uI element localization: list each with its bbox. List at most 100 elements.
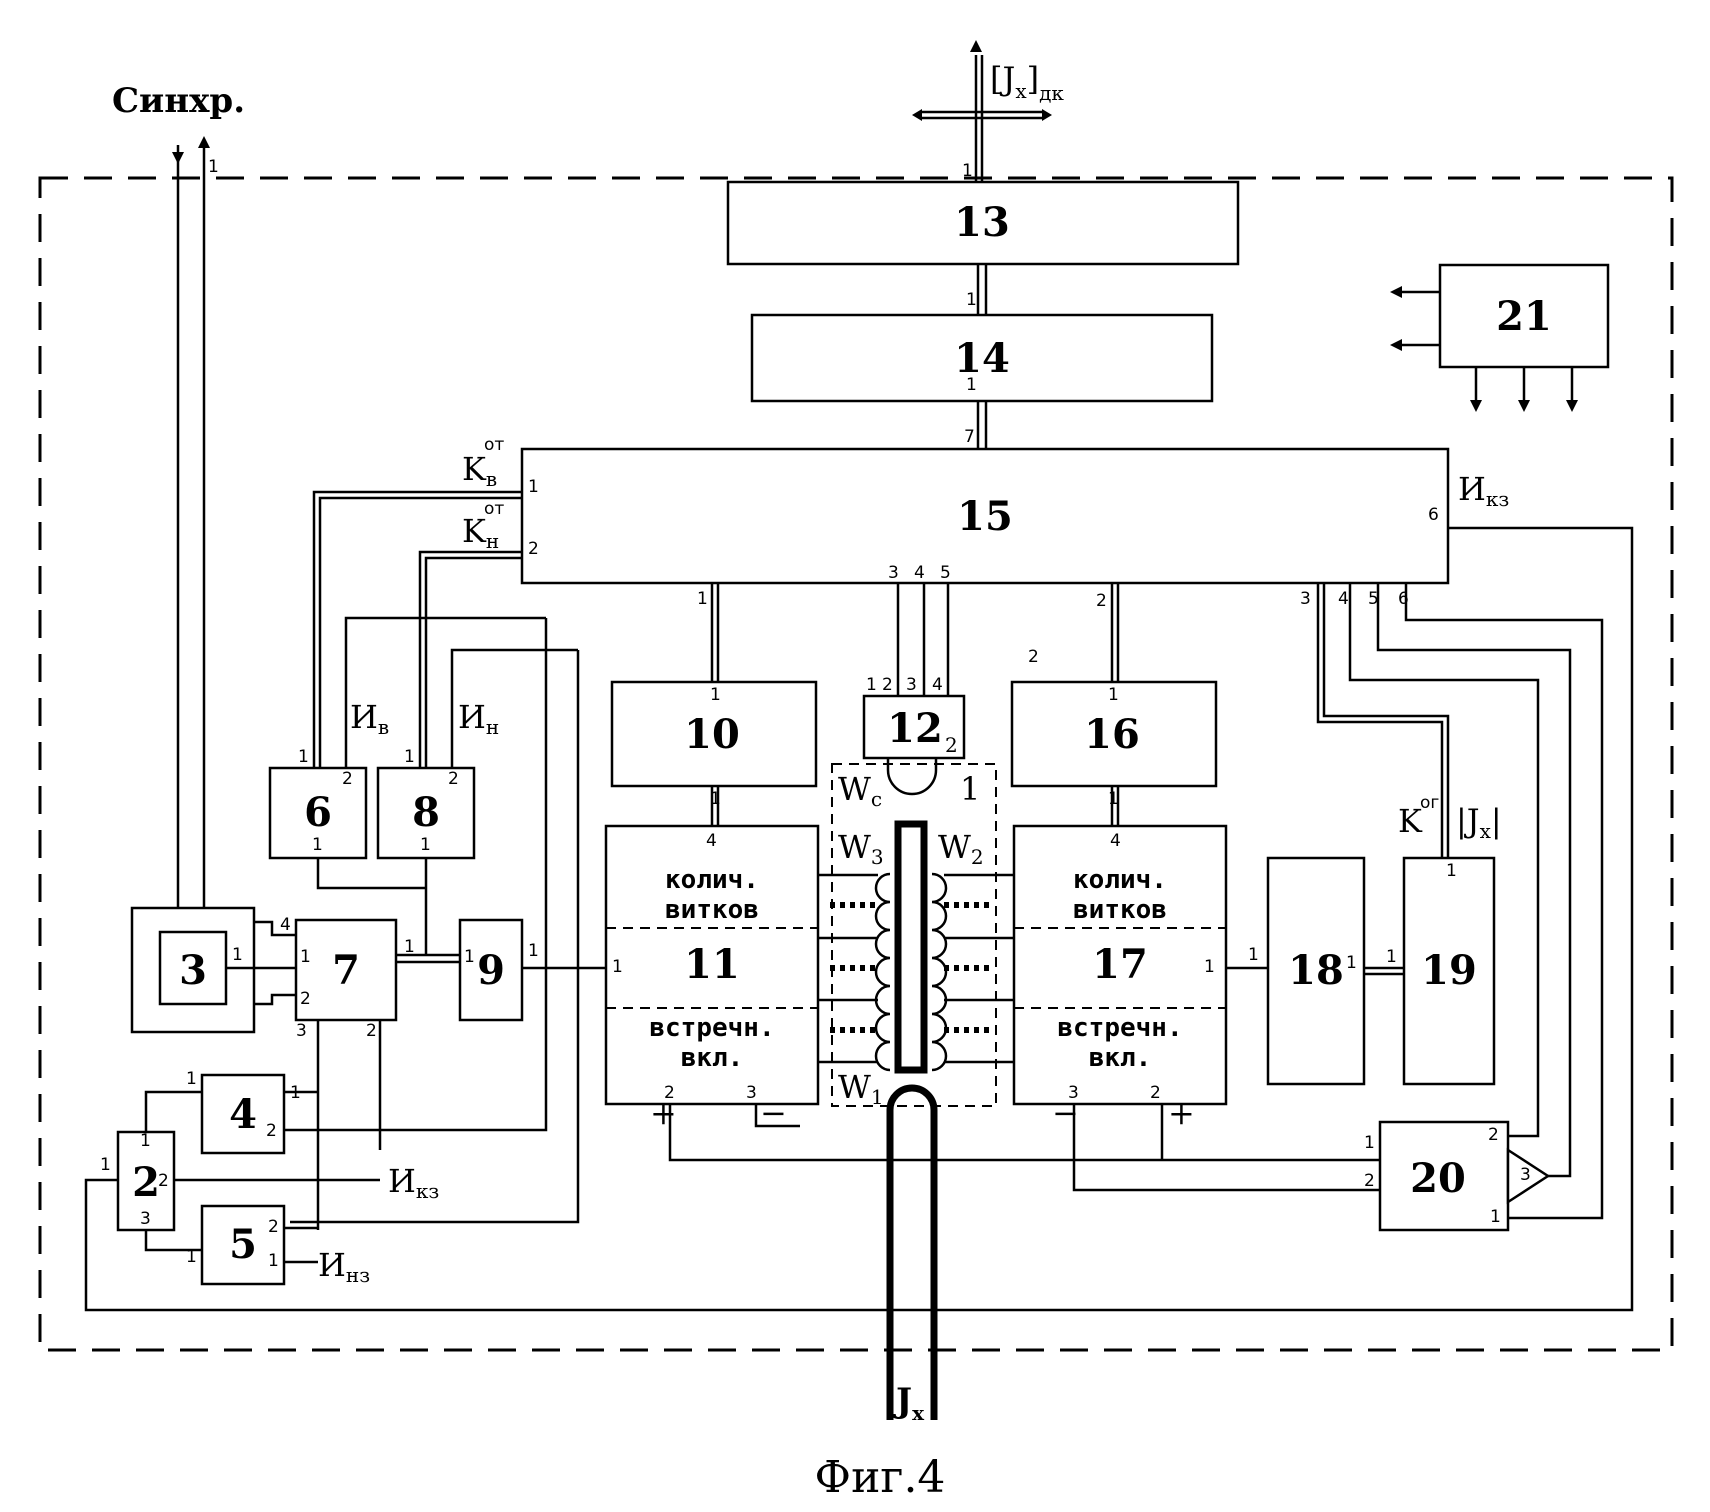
svg-text:4: 4	[229, 1091, 257, 1138]
svg-text:1: 1	[1204, 957, 1215, 977]
block-15: 15	[522, 449, 1448, 583]
svg-text:колич.: колич.	[1073, 865, 1167, 895]
svg-text:витков: витков	[665, 895, 759, 925]
svg-text:1: 1	[962, 161, 973, 181]
svg-text:1: 1	[528, 941, 539, 961]
svg-text:8: 8	[412, 789, 440, 836]
svg-text:от: от	[484, 435, 504, 455]
ikz-top-label: Икз	[1458, 470, 1509, 511]
svg-text:1: 1	[186, 1247, 197, 1267]
svg-text:1: 1	[290, 1083, 301, 1103]
svg-text:7: 7	[332, 947, 360, 994]
svg-text:2: 2	[132, 1159, 160, 1206]
iv-label: Ив	[350, 698, 389, 739]
svg-text:3: 3	[906, 675, 917, 695]
block-7: 7	[296, 920, 396, 1020]
svg-text:встречн.: встречн.	[1057, 1013, 1182, 1043]
svg-text:1: 1	[140, 1131, 151, 1151]
svg-text:4: 4	[914, 563, 925, 583]
svg-text:3: 3	[746, 1083, 757, 1103]
svg-text:16: 16	[1084, 711, 1140, 758]
svg-text:1: 1	[404, 937, 415, 957]
block-14: 14	[752, 315, 1212, 401]
svg-text:встречн.: встречн.	[649, 1013, 774, 1043]
svg-text:5: 5	[1368, 589, 1379, 609]
svg-text:1: 1	[420, 835, 431, 855]
svg-text:5: 5	[940, 563, 951, 583]
svg-text:2: 2	[342, 769, 353, 789]
svg-text:1: 1	[1490, 1207, 1501, 1227]
svg-text:витков: витков	[1073, 895, 1167, 925]
svg-text:2: 2	[448, 769, 459, 789]
block-19: 19	[1404, 858, 1494, 1084]
svg-text:колич.: колич.	[665, 865, 759, 895]
input-current-label: Jx	[893, 1381, 925, 1425]
svg-text:11: 11	[684, 941, 740, 988]
figure-caption: Фиг.4	[815, 1452, 946, 1503]
block-9: 9	[460, 920, 522, 1020]
svg-text:2: 2	[882, 675, 893, 695]
inz-label: Инз	[318, 1246, 370, 1287]
svg-text:2: 2	[1096, 591, 1107, 611]
svg-text:1: 1	[966, 290, 977, 310]
svg-text:1: 1	[312, 835, 323, 855]
svg-text:1: 1	[528, 477, 539, 497]
block-13: 13	[728, 182, 1238, 264]
svg-text:1: 1	[1108, 789, 1119, 809]
block-3-frame: 3	[132, 908, 254, 1032]
svg-text:1: 1	[1364, 1133, 1375, 1153]
svg-text:от: от	[484, 499, 504, 519]
svg-text:1: 1	[464, 947, 475, 967]
block-11: колич. витков 11 встречн. вкл.	[606, 826, 818, 1104]
svg-text:1: 1	[1386, 947, 1397, 967]
core	[898, 824, 924, 1070]
svg-text:2: 2	[1028, 647, 1039, 667]
svg-text:3: 3	[140, 1209, 151, 1229]
wc-label: Wc	[838, 770, 882, 811]
svg-text:20: 20	[1410, 1155, 1466, 1202]
svg-text:1: 1	[710, 789, 721, 809]
svg-text:1: 1	[960, 770, 980, 808]
ikz-bot-label: Икз	[388, 1162, 439, 1203]
svg-text:2: 2	[1364, 1171, 1375, 1191]
block-17: колич. витков 17 встречн. вкл.	[1014, 826, 1226, 1104]
svg-text:2: 2	[300, 989, 311, 1009]
svg-text:2: 2	[945, 733, 958, 757]
in-label: Ин	[458, 698, 499, 739]
svg-text:1: 1	[966, 375, 977, 395]
kv-label: Kв	[462, 450, 497, 491]
jx-abs-label: |Jx|	[1456, 802, 1502, 843]
svg-text:1: 1	[300, 947, 311, 967]
svg-text:−: −	[1052, 1094, 1079, 1132]
svg-text:4: 4	[280, 915, 291, 935]
svg-text:4: 4	[1110, 831, 1121, 851]
svg-text:21: 21	[1496, 293, 1552, 340]
svg-text:2: 2	[1150, 1083, 1161, 1103]
svg-text:1: 1	[404, 747, 415, 767]
svg-text:2: 2	[366, 1021, 377, 1041]
svg-text:1: 1	[710, 685, 721, 705]
w1-label: W1	[838, 1068, 884, 1109]
svg-text:3: 3	[1300, 589, 1311, 609]
svg-text:6: 6	[304, 789, 332, 836]
svg-text:2: 2	[268, 1217, 279, 1237]
svg-text:19: 19	[1421, 947, 1477, 994]
svg-text:−: −	[760, 1094, 787, 1132]
svg-text:3: 3	[888, 563, 899, 583]
block-21: 21	[1440, 265, 1608, 367]
svg-text:14: 14	[954, 335, 1010, 382]
svg-text:вкл.: вкл.	[681, 1043, 744, 1073]
svg-text:1: 1	[866, 675, 877, 695]
svg-text:17: 17	[1092, 941, 1148, 988]
svg-text:4: 4	[1338, 589, 1349, 609]
svg-text:18: 18	[1288, 947, 1344, 994]
svg-text:1: 1	[1446, 861, 1457, 881]
svg-text:1: 1	[1248, 945, 1259, 965]
w2-label: W2	[938, 828, 984, 869]
svg-text:3: 3	[179, 947, 207, 994]
svg-text:2: 2	[1488, 1125, 1499, 1145]
svg-text:12: 12	[887, 705, 943, 752]
w3-label: W3	[838, 828, 884, 869]
svg-text:4: 4	[706, 831, 717, 851]
svg-text:1: 1	[268, 1251, 279, 1271]
